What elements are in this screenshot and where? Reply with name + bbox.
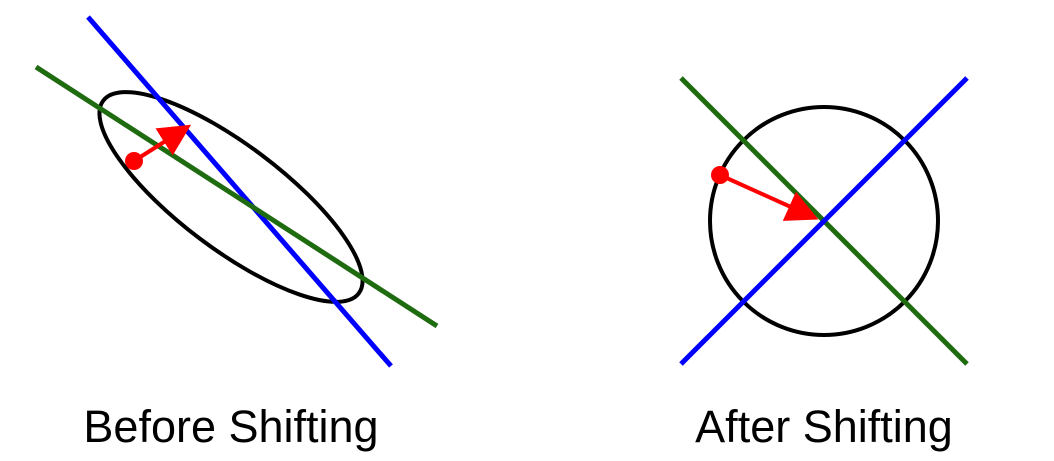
after-mean-point [711, 166, 729, 184]
after-caption: After Shifting [695, 401, 953, 452]
before-shift-arrow [132, 124, 192, 163]
before-ellipse [97, 90, 365, 304]
before-caption: Before Shifting [83, 401, 378, 452]
before-panel: Before Shifting [34, 15, 439, 452]
after-circle [708, 105, 940, 337]
after-blue-line [679, 76, 969, 366]
after-shift-arrow [719, 173, 819, 221]
before-blue-line [86, 15, 393, 368]
before-mean-point [125, 152, 143, 170]
after-panel: After Shifting [679, 76, 969, 452]
before-green-line [34, 64, 439, 329]
